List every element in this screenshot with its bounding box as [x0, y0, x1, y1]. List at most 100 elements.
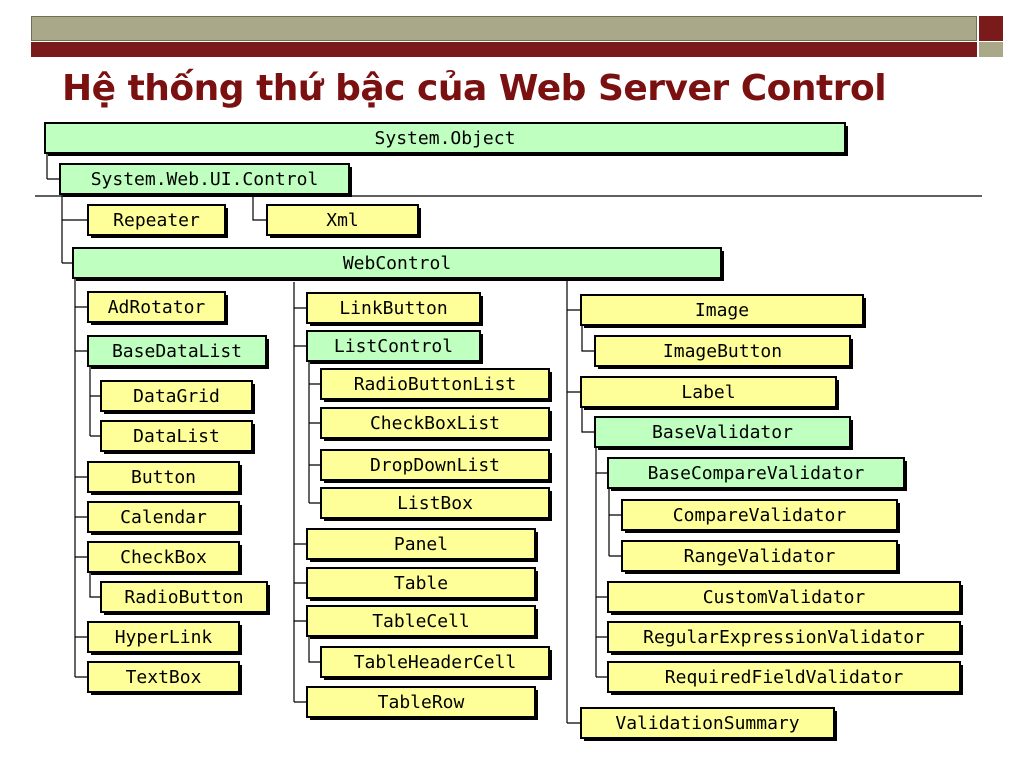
node-label: RequiredFieldValidator	[665, 667, 904, 688]
node-label: ValidationSummary	[615, 713, 799, 734]
node-label: AdRotator	[108, 297, 206, 318]
class-node-list-box: ListBox	[320, 487, 552, 521]
class-node-system-object: System.Object	[44, 122, 848, 156]
header-strip	[31, 42, 977, 57]
node-box	[72, 247, 722, 279]
node-box	[320, 646, 550, 678]
class-node-text-box: TextBox	[87, 661, 242, 695]
connector-webcontrol-col1	[74, 278, 88, 678]
class-node-hyper-link: HyperLink	[87, 621, 242, 655]
class-node-panel: Panel	[306, 528, 538, 562]
class-node-compare-validator: CompareValidator	[621, 499, 900, 533]
class-node-list-control: ListControl	[306, 330, 483, 364]
node-box	[87, 335, 267, 367]
node-box	[621, 540, 898, 572]
node-box	[320, 449, 550, 481]
class-node-base-validator: BaseValidator	[594, 416, 853, 450]
node-box	[87, 661, 240, 693]
node-label: ImageButton	[663, 341, 782, 362]
node-box	[607, 457, 905, 489]
node-label: DataGrid	[133, 386, 220, 407]
node-label: Repeater	[113, 210, 200, 231]
class-node-radio-button-list: RadioButtonList	[320, 368, 552, 402]
class-node-range-validator: RangeValidator	[621, 540, 900, 574]
class-node-web-control: WebControl	[72, 247, 724, 281]
node-label: RadioButton	[124, 587, 243, 608]
node-label: System.Object	[375, 128, 516, 149]
node-box	[320, 487, 550, 519]
node-box	[607, 581, 961, 613]
class-node-check-box-list: CheckBoxList	[320, 407, 552, 441]
node-box	[44, 122, 846, 154]
node-label: CheckBoxList	[370, 413, 500, 434]
connector-basevalidator	[595, 447, 608, 678]
node-box	[306, 605, 536, 637]
node-label: Panel	[394, 534, 448, 555]
node-box	[580, 294, 864, 326]
node-label: ListBox	[397, 493, 473, 514]
connector-tablecell	[308, 636, 321, 663]
node-label: BaseCompareValidator	[648, 463, 865, 484]
node-label: Xml	[326, 210, 359, 231]
class-node-drop-down-list: DropDownList	[320, 449, 552, 483]
class-node-validation-summary: ValidationSummary	[580, 707, 837, 741]
node-box	[607, 661, 961, 693]
connector-xml	[252, 194, 267, 221]
node-label: CompareValidator	[673, 505, 847, 526]
node-box	[306, 686, 536, 718]
class-node-data-grid: DataGrid	[100, 380, 255, 414]
connector-basedatalist	[89, 366, 101, 437]
class-node-repeater: Repeater	[87, 204, 228, 238]
class-node-table-row: TableRow	[306, 686, 538, 720]
node-label: TableCell	[372, 611, 470, 632]
node-box	[306, 528, 536, 560]
node-box	[306, 567, 536, 599]
corner-square-bottom	[979, 42, 1003, 57]
header-bar	[31, 16, 977, 41]
node-box	[87, 204, 226, 236]
node-box	[100, 420, 253, 452]
node-label: Calendar	[120, 507, 207, 528]
connector-webcontrol-col2	[293, 282, 307, 703]
node-box	[580, 707, 835, 739]
class-node-base-data-list: BaseDataList	[87, 335, 269, 369]
class-node-image: Image	[580, 294, 866, 328]
node-box	[607, 621, 961, 653]
node-label: RadioButtonList	[354, 374, 517, 395]
node-box	[100, 581, 268, 613]
corner-square-top	[979, 16, 1003, 41]
connector-webcontrol-col3	[566, 278, 581, 724]
node-box	[87, 291, 226, 323]
node-label: CustomValidator	[703, 587, 866, 608]
node-label: WebControl	[343, 253, 451, 274]
node-box	[594, 335, 851, 367]
class-node-base-compare-validator: BaseCompareValidator	[607, 457, 907, 491]
connector-label	[581, 407, 595, 433]
node-box	[320, 368, 550, 400]
connector-basecomparevalidator	[608, 488, 622, 557]
node-label: BaseDataList	[112, 341, 242, 362]
node-box	[594, 416, 851, 448]
node-box	[100, 380, 253, 412]
node-box	[621, 499, 898, 531]
connector-object	[46, 153, 60, 180]
node-label: HyperLink	[115, 627, 213, 648]
node-box	[87, 621, 240, 653]
node-label: BaseValidator	[652, 422, 793, 443]
connector-listcontrol	[308, 361, 321, 504]
node-label: CheckBox	[120, 547, 207, 568]
class-node-button: Button	[87, 461, 242, 495]
node-label: Image	[695, 300, 749, 321]
node-label: System.Web.UI.Control	[91, 169, 319, 190]
node-box	[320, 407, 550, 439]
class-node-table-cell: TableCell	[306, 605, 538, 639]
class-node-system-web-ui-control: System.Web.UI.Control	[59, 163, 352, 197]
class-node-calendar: Calendar	[87, 501, 242, 535]
node-box	[306, 330, 481, 362]
node-box	[59, 163, 350, 195]
node-label: Label	[681, 382, 735, 403]
class-node-link-button: LinkButton	[306, 292, 483, 326]
connector-checkbox	[89, 572, 101, 598]
node-label: TableRow	[378, 692, 465, 713]
node-label: Table	[394, 573, 448, 594]
